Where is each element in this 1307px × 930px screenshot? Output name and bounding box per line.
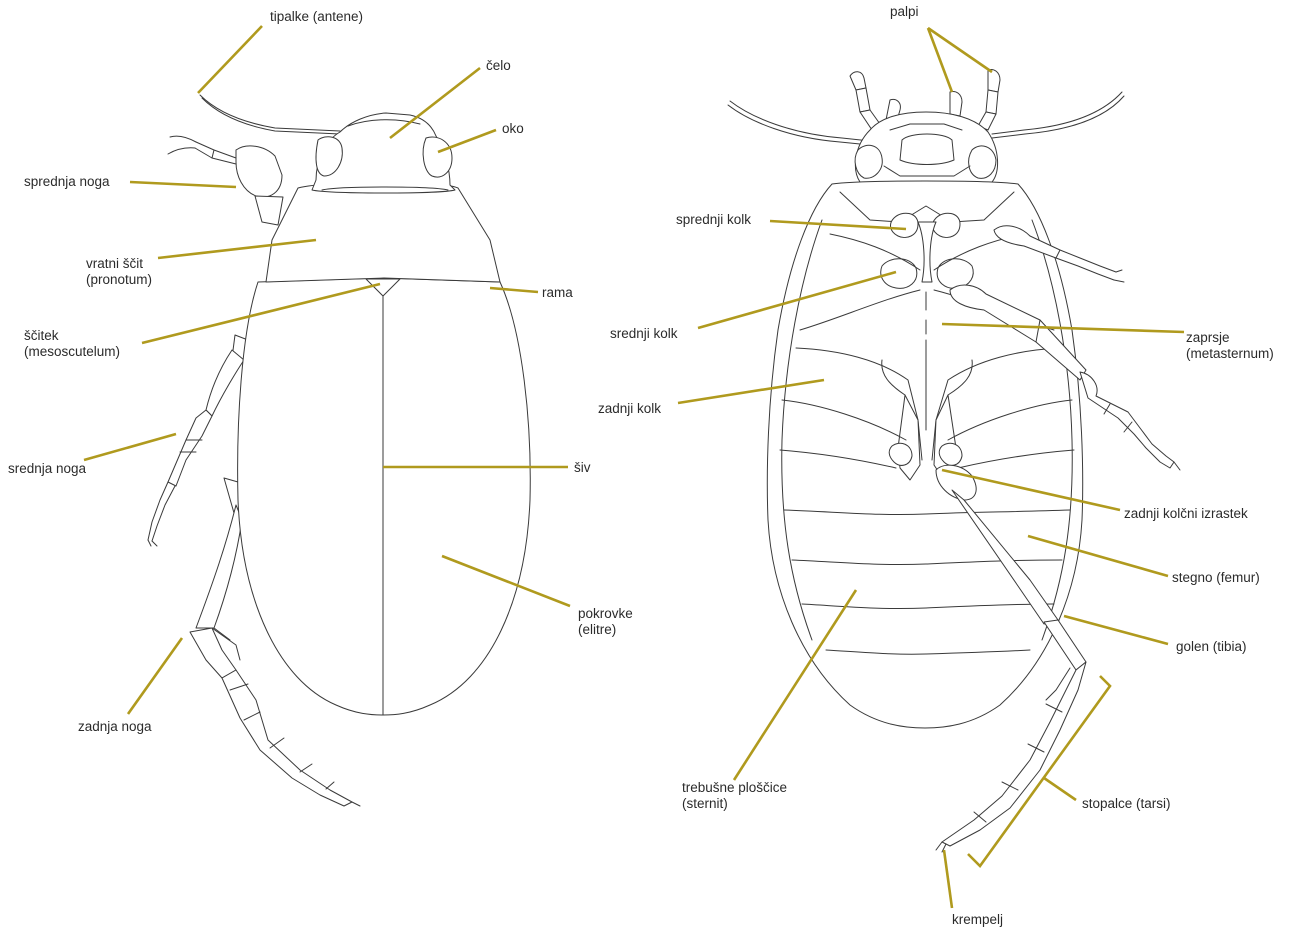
label-scutellum-line2: (mesoscutelum) xyxy=(24,344,120,360)
ventral-fore-coxa-left xyxy=(891,213,918,237)
ventral-eye-right xyxy=(969,146,996,178)
label-metasternum: zaprsje (metasternum) xyxy=(1186,330,1274,362)
leader-tibia xyxy=(1064,616,1168,644)
label-foreleg: sprednja noga xyxy=(24,174,110,190)
label-palpi: palpi xyxy=(890,4,919,20)
label-sternites-line1: trebušne ploščice xyxy=(682,780,787,796)
label-elytra: pokrovke (elitre) xyxy=(578,606,633,638)
label-tibia: golen (tibia) xyxy=(1176,639,1247,655)
label-antenna: tipalke (antene) xyxy=(270,9,363,25)
label-suture: šiv xyxy=(574,460,591,476)
label-midleg: srednja noga xyxy=(8,461,86,477)
ventral-fore-coxa-right xyxy=(933,213,960,237)
ventral-beetle xyxy=(728,69,1180,852)
dorsal-eye-right xyxy=(423,137,452,177)
leader-hindleg xyxy=(128,638,182,714)
label-shoulder: rama xyxy=(542,285,573,301)
leader-frons xyxy=(390,68,480,138)
leader-antenna xyxy=(198,26,262,93)
label-elytra-line1: pokrovke xyxy=(578,606,633,622)
leader-eye xyxy=(438,130,496,152)
label-femur: stegno (femur) xyxy=(1172,570,1260,586)
label-elytra-line2: (elitre) xyxy=(578,622,633,638)
dorsal-elytra xyxy=(238,278,531,715)
label-pronotum-line2: (pronotum) xyxy=(86,272,152,288)
label-fore-coxa: sprednji kolk xyxy=(676,212,751,228)
label-metasternum-line1: zaprsje xyxy=(1186,330,1274,346)
label-coxal-process: zadnji kolčni izrastek xyxy=(1124,506,1248,522)
label-frons: čelo xyxy=(486,58,511,74)
ventral-mid-coxa-right xyxy=(937,259,973,289)
label-scutellum: ščitek (mesoscutelum) xyxy=(24,328,120,360)
label-tarsi: stopalce (tarsi) xyxy=(1082,796,1171,812)
dorsal-foreleg xyxy=(168,136,283,225)
dorsal-midleg xyxy=(148,335,248,546)
label-pronotum: vratni ščit (pronotum) xyxy=(86,256,152,288)
label-pronotum-line1: vratni ščit xyxy=(86,256,152,272)
label-scutellum-line1: ščitek xyxy=(24,328,120,344)
label-claw: krempelj xyxy=(952,912,1003,928)
leader-claw xyxy=(944,850,952,908)
dorsal-pronotum xyxy=(266,182,500,282)
label-sternites: trebušne ploščice (sternit) xyxy=(682,780,787,812)
label-sternites-line2: (sternit) xyxy=(682,796,787,812)
label-hind-coxa: zadnji kolk xyxy=(598,401,661,417)
leader-midleg xyxy=(84,434,176,460)
leader-foreleg xyxy=(130,182,236,187)
dorsal-beetle xyxy=(148,95,530,806)
label-metasternum-line2: (metasternum) xyxy=(1186,346,1274,362)
label-mid-coxa: srednji kolk xyxy=(610,326,678,342)
label-hindleg: zadnja noga xyxy=(78,719,152,735)
label-eye: oko xyxy=(502,121,524,137)
leader-tarsi xyxy=(1044,778,1076,800)
